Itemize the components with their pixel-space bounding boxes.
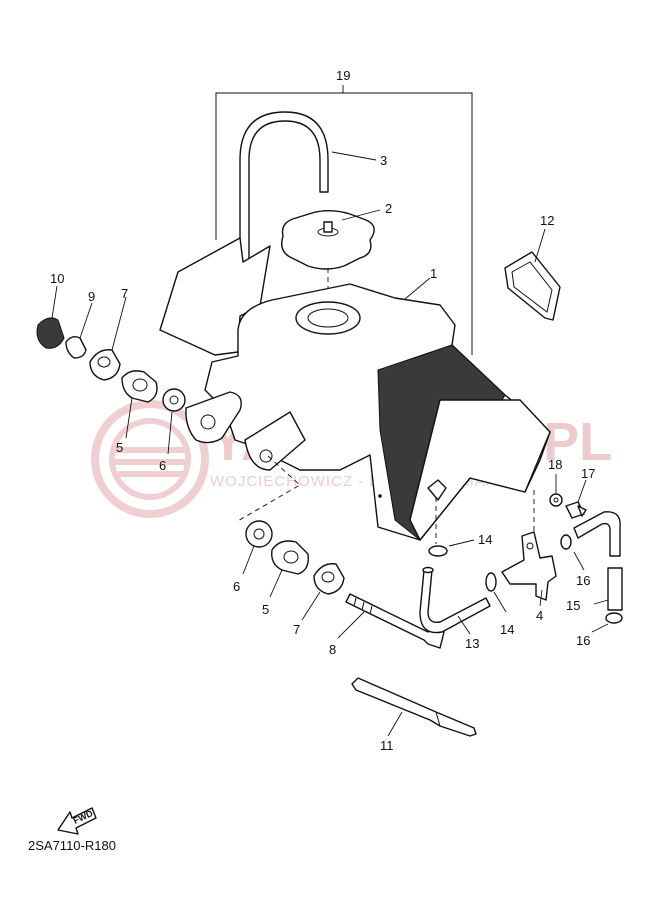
grommet-lower: 5	[262, 540, 309, 617]
callout-14-lower: 14	[500, 622, 514, 637]
callout-3: 3	[380, 153, 387, 168]
collar: 9	[65, 289, 95, 359]
kit-bracket-19: 19	[215, 68, 473, 355]
fuel-cock: 4	[501, 531, 557, 623]
fwd-arrow-icon: FWD	[57, 807, 97, 835]
watermark-logo	[91, 400, 209, 518]
callout-9: 9	[88, 289, 95, 304]
washer-18: 18	[548, 457, 563, 507]
callout-16-upper: 16	[576, 573, 590, 588]
callout-15: 15	[566, 598, 580, 613]
hose-clip-16-lower: 16	[576, 612, 623, 648]
grommet-cap: 10	[36, 271, 65, 349]
hose-clip-upper: 14	[428, 532, 492, 557]
hose-clip-lower: 14	[485, 572, 514, 637]
damper-upper: 7	[89, 286, 128, 381]
callout-6-upper: 6	[159, 458, 166, 473]
callout-10: 10	[50, 271, 64, 286]
hose-clip-16-upper: 16	[560, 534, 590, 588]
callout-11: 11	[380, 738, 394, 753]
callout-7-lower: 7	[293, 622, 300, 637]
screw-17: 17	[565, 466, 595, 519]
callout-5-lower: 5	[262, 602, 269, 617]
grommet-upper: 5	[116, 370, 158, 455]
callout-13: 13	[465, 636, 479, 651]
callout-1: 1	[430, 266, 437, 281]
callout-7-upper: 7	[121, 286, 128, 301]
caution-label: 12	[504, 213, 561, 321]
callout-14-upper: 14	[478, 532, 492, 547]
callout-12: 12	[540, 213, 554, 228]
washer-lower: 6	[233, 520, 273, 594]
callout-16-lower: 16	[576, 633, 590, 648]
callout-5-upper: 5	[116, 440, 123, 455]
tank-strip: 11	[351, 677, 477, 753]
fuel-tank: 1	[159, 237, 551, 541]
fuel-hose: 13	[419, 566, 491, 651]
fuel-cap: 2	[280, 201, 392, 270]
diagram-code: 2SA7110-R180	[28, 838, 116, 853]
callout-6-lower: 6	[233, 579, 240, 594]
overflow-hose: 15	[566, 511, 623, 613]
callout-17: 17	[581, 466, 595, 481]
callout-8: 8	[329, 642, 336, 657]
washer-upper: 6	[159, 388, 186, 473]
damper-lower: 7	[293, 563, 345, 637]
breather-hose: 3	[239, 111, 387, 269]
callout-19: 19	[336, 68, 350, 83]
callout-4: 4	[536, 608, 543, 623]
callout-2: 2	[385, 201, 392, 216]
callout-18: 18	[548, 457, 562, 472]
